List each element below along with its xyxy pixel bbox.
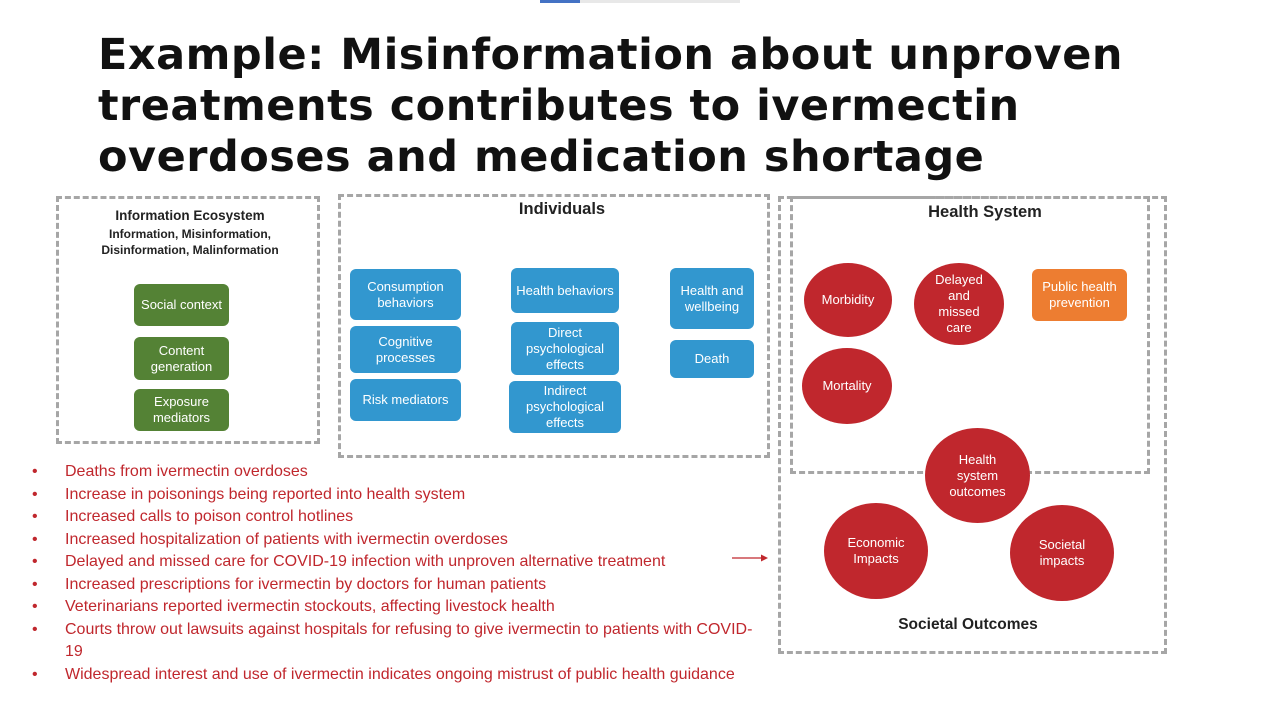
health-system-heading: Health System bbox=[928, 203, 1042, 221]
health-wellbeing-box: Health and wellbeing bbox=[670, 268, 754, 329]
cognitive-processes-box: Cognitive processes bbox=[350, 326, 461, 373]
societal-outcomes-panel bbox=[778, 196, 1167, 654]
content-generation-box: Content generation bbox=[134, 337, 229, 380]
bullet-item: Veterinarians reported ivermectin stocko… bbox=[32, 596, 762, 619]
health-system-outcomes-circle: Health system outcomes bbox=[925, 428, 1030, 523]
direct-psych-effects-box: Direct psychological effects bbox=[511, 322, 619, 375]
risk-mediators-box: Risk mediators bbox=[350, 379, 461, 421]
exposure-mediators-box: Exposure mediators bbox=[134, 389, 229, 431]
delayed-missed-care-circle: Delayed and missed care bbox=[914, 263, 1004, 345]
individuals-panel bbox=[338, 194, 770, 458]
death-box: Death bbox=[670, 340, 754, 378]
bullet-item: Widespread interest and use of ivermecti… bbox=[32, 664, 762, 687]
slide-title: Example: Misinformation about unproven t… bbox=[98, 30, 1123, 182]
economic-impacts-circle: Economic Impacts bbox=[824, 503, 928, 599]
public-health-prevention-box: Public health prevention bbox=[1032, 269, 1127, 321]
bullet-item: Increase in poisonings being reported in… bbox=[32, 484, 762, 507]
morbidity-circle: Morbidity bbox=[804, 263, 892, 337]
individuals-heading: Individuals bbox=[518, 200, 606, 218]
outcome-bullet-list: Deaths from ivermectin overdoses Increas… bbox=[32, 461, 762, 686]
bullet-item: Deaths from ivermectin overdoses bbox=[32, 461, 762, 484]
societal-impacts-circle: Societal impacts bbox=[1010, 505, 1114, 601]
info-ecosystem-heading: Information Ecosystem bbox=[115, 208, 265, 223]
bullet-item: Increased prescriptions for ivermectin b… bbox=[32, 574, 762, 597]
slide-top-accent-blue bbox=[540, 0, 580, 3]
societal-outcomes-heading: Societal Outcomes bbox=[898, 616, 1038, 633]
health-behaviors-box: Health behaviors bbox=[511, 268, 619, 313]
bullet-item: Delayed and missed care for COVID-19 inf… bbox=[32, 551, 762, 574]
info-ecosystem-subheading: Information, Misinformation, Disinformat… bbox=[101, 227, 279, 257]
indirect-psych-effects-box: Indirect psychological effects bbox=[509, 381, 621, 433]
bullet-item: Courts throw out lawsuits against hospit… bbox=[32, 619, 762, 664]
slide-top-accent bbox=[540, 0, 740, 3]
bullet-item: Increased calls to poison control hotlin… bbox=[32, 506, 762, 529]
arrow-right-icon bbox=[732, 554, 768, 562]
mortality-circle: Mortality bbox=[802, 348, 892, 424]
social-context-box: Social context bbox=[134, 284, 229, 326]
consumption-behaviors-box: Consumption behaviors bbox=[350, 269, 461, 320]
info-ecosystem-panel bbox=[56, 196, 320, 444]
bullet-item: Increased hospitalization of patients wi… bbox=[32, 529, 762, 552]
